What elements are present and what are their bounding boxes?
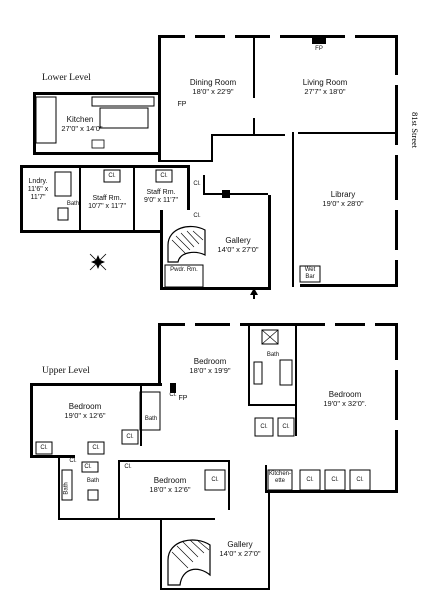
closet-label: Cl.	[108, 173, 116, 179]
kitchen-dims: 27'0" x 14'0"	[61, 124, 103, 133]
gallery-upper-dims: 14'0" x 27'0"	[219, 549, 261, 558]
compass-icon	[89, 253, 107, 271]
wet-bar-label-1: Wet	[304, 267, 316, 273]
closet-label: Cl.	[211, 477, 219, 483]
staff-room-1-dims: 10'7" x 11'7"	[88, 203, 126, 210]
gallery-upper-name: Gallery	[227, 540, 253, 549]
laundry-dims-1: 11'6" x	[27, 186, 49, 193]
kitchen-fireplace-label: FP	[177, 101, 187, 108]
upper-bath-side-label: Bath	[63, 482, 70, 495]
living-room-dims: 27'7" x 18'0"	[304, 87, 346, 96]
lower-level-title: Lower Level	[42, 73, 91, 83]
living-fireplace-label: FP	[315, 46, 323, 52]
library-dims: 19'0" x 28'0"	[322, 199, 364, 208]
dining-room-name: Dining Room	[189, 78, 237, 87]
living-room-name: Living Room	[302, 78, 348, 87]
upper-level-title: Upper Level	[42, 366, 90, 376]
closet-label: Cl.	[282, 424, 290, 430]
bedroom-right-dims: 19'0" x 32'0".	[323, 399, 367, 408]
bedroom-left-name: Bedroom	[68, 402, 102, 411]
closet-label: Cl.	[306, 477, 314, 483]
dining-room-dims: 18'0" x 22'9"	[192, 87, 234, 96]
closet-label: Cl.	[126, 434, 134, 440]
laundry-name: Lndry.	[28, 178, 48, 185]
lower-level-walls	[20, 35, 398, 299]
library-name: Library	[330, 190, 356, 199]
closet-label: Cl.	[84, 464, 92, 470]
wet-bar-label-2: Bar	[305, 274, 315, 280]
closet-label: Cl.	[124, 464, 132, 470]
bedroom-center-name: Bedroom	[193, 357, 227, 366]
laundry-bath-label: Bath	[66, 201, 80, 207]
kitchenette-label-2: ette	[274, 478, 285, 484]
closet-label: Cl.	[69, 458, 77, 464]
upper-bath-left-label: Bath	[144, 416, 158, 422]
bedroom-center-dims: 18'0" x 19'9"	[189, 366, 231, 375]
bedroom-left-dims: 19'0" x 12'6"	[64, 411, 106, 420]
closet-label: Cl.	[356, 477, 364, 483]
staff-room-2-name: Staff Rm.	[146, 189, 176, 196]
upper-bath-label: Bath	[266, 352, 280, 358]
upper-fireplace-label: FP	[178, 395, 188, 402]
powder-room-name: Pwdr. Rm.	[170, 267, 198, 273]
upper-level-walls	[30, 323, 398, 590]
bedroom-right-name: Bedroom	[328, 390, 362, 399]
closet-label: Cl.	[193, 213, 201, 219]
closet-label: Cl.	[260, 424, 268, 430]
closet-label: Cl.	[92, 445, 100, 451]
staff-room-2-dims: 9'0" x 11'7"	[144, 197, 178, 204]
laundry-dims-2: 11'7"	[30, 194, 46, 201]
kitchen-name: Kitchen	[66, 115, 94, 124]
closet-label: Cl.	[160, 173, 168, 179]
bedroom-lower-name: Bedroom	[153, 476, 187, 485]
kitchenette-label-1: Kitchen-	[268, 471, 291, 477]
street-label: 81st Street	[410, 112, 420, 149]
staff-room-1-name: Staff Rm.	[92, 195, 122, 202]
closet-label: Cl.	[193, 181, 201, 187]
upper-bath-lower-label: Bath	[86, 478, 100, 484]
gallery-lower-dims: 14'0" x 27'0"	[217, 245, 259, 254]
gallery-lower-name: Gallery	[225, 236, 251, 245]
closet-label: Cl.	[331, 477, 339, 483]
closet-label: Cl.	[169, 392, 177, 398]
closet-label: Cl.	[40, 445, 48, 451]
bedroom-lower-dims: 18'0" x 12'6"	[149, 485, 191, 494]
